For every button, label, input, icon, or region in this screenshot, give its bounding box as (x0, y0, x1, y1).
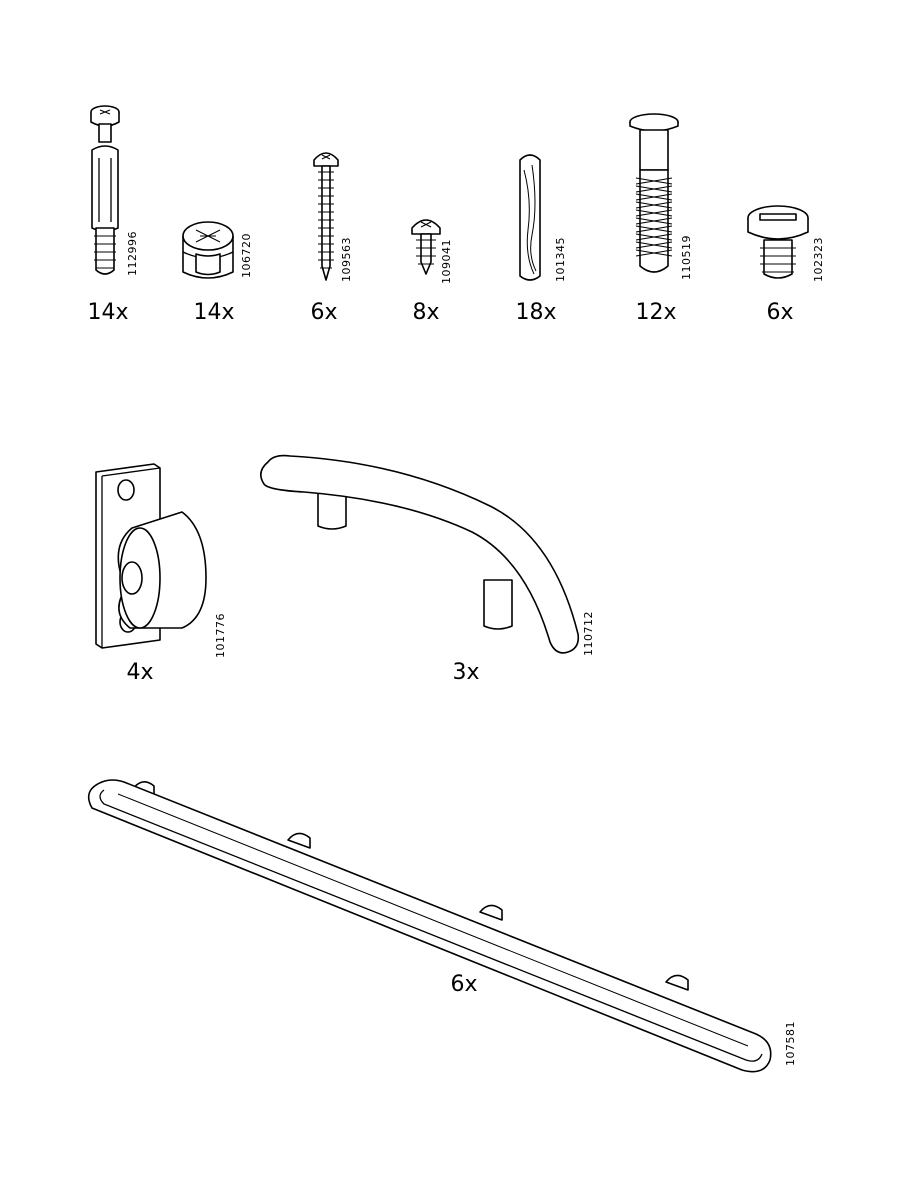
part-quantity: 3x (452, 660, 480, 685)
part-code: 107581 (784, 1021, 797, 1066)
part-quantity: 8x (412, 300, 440, 325)
part-quantity: 14x (193, 300, 235, 325)
part-quantity: 6x (450, 972, 478, 997)
part-quantity: 4x (126, 660, 154, 685)
part-quantity: 6x (310, 300, 338, 325)
part-quantity: 18x (515, 300, 557, 325)
part-quantity: 14x (87, 300, 129, 325)
part-quantity: 6x (766, 300, 794, 325)
part-quantity: 12x (635, 300, 677, 325)
